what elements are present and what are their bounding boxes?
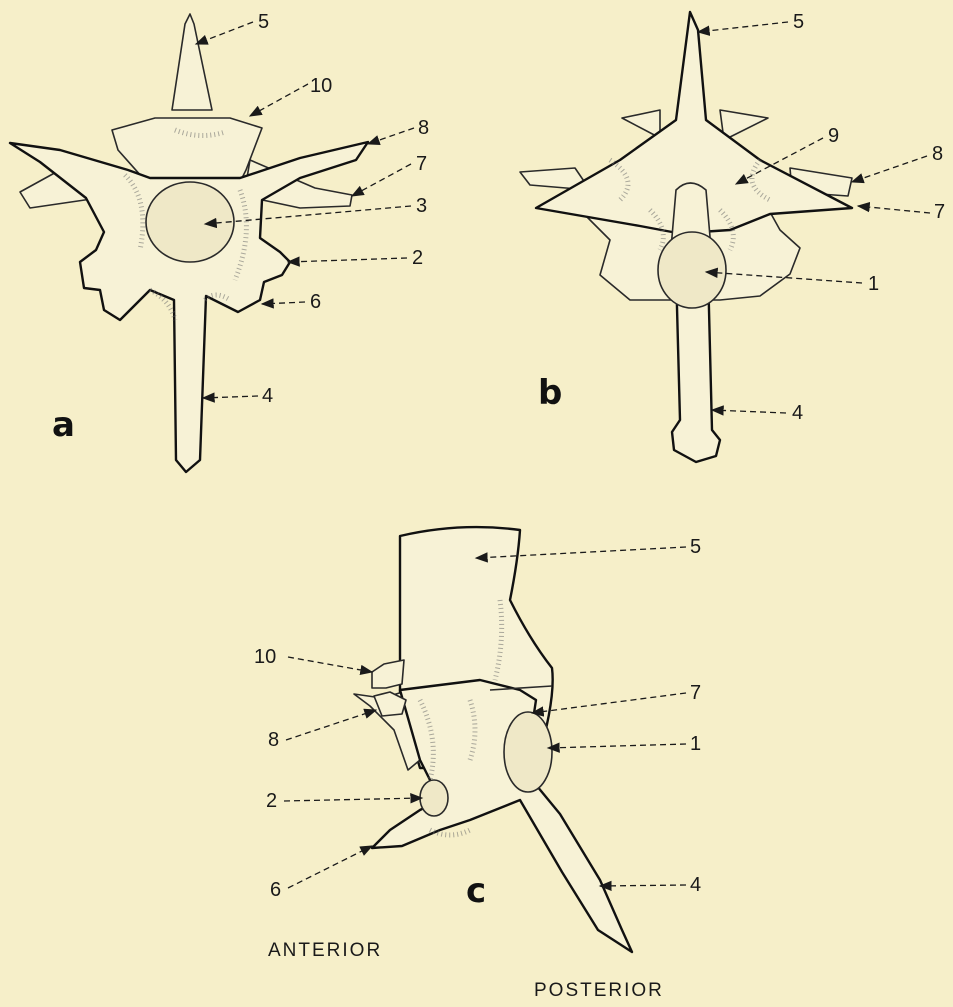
panel-b-letter: b bbox=[538, 376, 562, 410]
panel-a-neural-spine bbox=[172, 14, 212, 110]
panel-a-drawing bbox=[10, 14, 414, 472]
panel-a-label-2: 2 bbox=[412, 248, 423, 268]
panel-b-upper-left-wing bbox=[622, 110, 660, 138]
panel-c-letter: c bbox=[466, 874, 486, 908]
panel-b-centrum-face bbox=[658, 232, 726, 308]
panel-b-label-8: 8 bbox=[932, 144, 943, 164]
panel-c-centrum-ball bbox=[504, 712, 552, 792]
panel-b-label-5: 5 bbox=[793, 12, 804, 32]
panel-a-label-10: 10 bbox=[310, 76, 332, 96]
panel-c-label-8: 8 bbox=[268, 730, 279, 750]
panel-c-label-10: 10 bbox=[254, 647, 276, 667]
panel-c-label-1: 1 bbox=[690, 734, 701, 754]
panel-a-label-5: 5 bbox=[258, 12, 269, 32]
panel-c-zygapophysis bbox=[372, 660, 404, 688]
panel-c-label-7: 7 bbox=[690, 683, 701, 703]
panel-b-label-7: 7 bbox=[934, 202, 945, 222]
anterior-label: ANTERIOR bbox=[268, 940, 382, 962]
panel-c-label-2: 2 bbox=[266, 791, 277, 811]
panel-a-label-7: 7 bbox=[416, 154, 427, 174]
panel-b-label-9: 9 bbox=[828, 126, 839, 146]
panel-a-letter: a bbox=[52, 408, 75, 442]
panel-c-label-6: 6 bbox=[270, 880, 281, 900]
panel-c-label-5: 5 bbox=[690, 537, 701, 557]
panel-b-label-4: 4 bbox=[792, 403, 803, 423]
panel-b-label-1: 1 bbox=[868, 274, 879, 294]
panel-a-label-3: 3 bbox=[416, 196, 427, 216]
panel-a-label-8: 8 bbox=[418, 118, 429, 138]
posterior-label: POSTERIOR bbox=[534, 980, 664, 1002]
panel-c-body bbox=[372, 680, 632, 952]
panel-c-label-4: 4 bbox=[690, 875, 701, 895]
panel-b-drawing bbox=[520, 12, 930, 462]
panel-a-label-4: 4 bbox=[262, 386, 273, 406]
panel-a-label-6: 6 bbox=[310, 292, 321, 312]
panel-c-parapophysis bbox=[420, 780, 448, 816]
